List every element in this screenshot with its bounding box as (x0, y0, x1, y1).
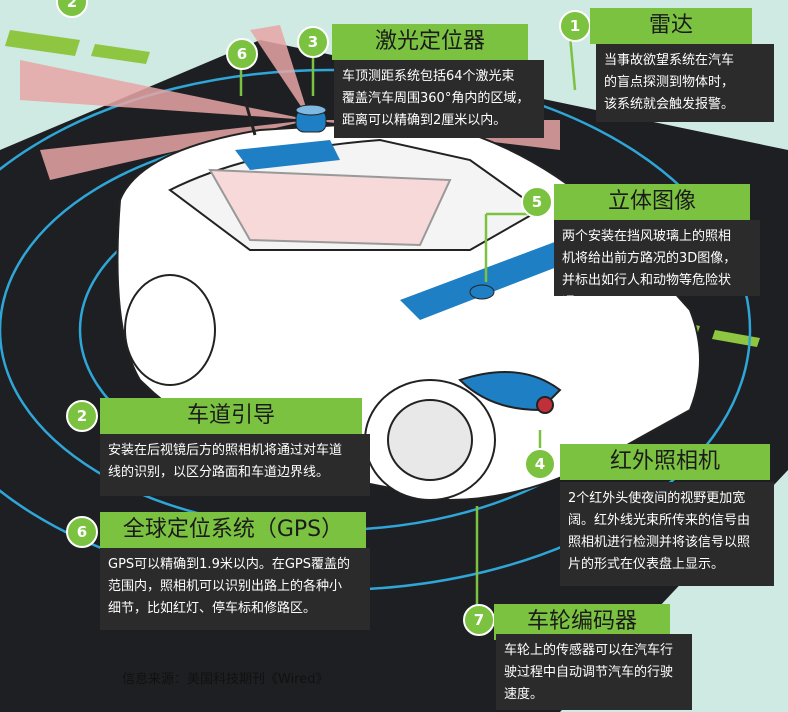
callout-body: 两个安装在挡风玻璃上的照相 机将给出前方路况的3D图像， 并标出如行人和动物等危… (554, 220, 760, 310)
callout-title: 红外照相机 (560, 444, 770, 480)
callout-line: 阔。红外线光束所传来的信号由 (568, 513, 751, 528)
callout-title: 全球定位系统（GPS） (100, 512, 366, 548)
road-edge-light (0, 0, 330, 140)
roof-sensor-strip (235, 140, 340, 170)
callout-body: 当事故欲望系统在汽车 的盲点探测到物体时， 该系统就会触发报警。 (596, 44, 774, 122)
callout-line: 速度。 (504, 687, 544, 702)
callout-line: 安装在后视镜后方的照相机将通过对车道 (108, 443, 343, 458)
callout-body: 2个红外头使夜间的视野更加宽 阔。红外线光束所传来的信号由 照相机进行检测并将该… (560, 482, 774, 586)
gps-antenna (243, 99, 257, 136)
callout-title: 车道引导 (100, 398, 362, 434)
callout-number: 5 (521, 186, 553, 218)
callout-line: 当事故欲望系统在汽车 (604, 53, 735, 68)
callout-line: 并标出如行人和动物等危险状况。 (562, 273, 732, 310)
source-credit: 信息来源：美国科技期刊《Wired》 (122, 672, 329, 687)
callout-line: 机将给出前方路况的3D图像， (562, 251, 737, 266)
callout-line: 车轮上的传感器可以在汽车行 (504, 643, 674, 658)
callout-number: 3 (297, 26, 329, 58)
callout-number: 2 (66, 400, 98, 432)
callout-line: 细节，比如红灯、停车标和修路区。 (108, 601, 317, 616)
callout-line: 两个安装在挡风玻璃上的照相 (562, 229, 732, 244)
windshield-sensor-strip (400, 240, 575, 320)
callout-number: 7 (463, 604, 495, 636)
callout-line: 照相机进行检测并将该信号以照 (568, 535, 751, 550)
callout-number: 1 (559, 10, 591, 42)
callout-line: 距离可以精确到2厘米以内。 (342, 113, 507, 128)
callout-body: GPS可以精确到1.9米以内。在GPS覆盖的 范围内，照相机可以识别出路上的各种… (100, 548, 370, 630)
callout-number: 4 (524, 448, 556, 480)
callout-title: 激光定位器 (332, 24, 528, 60)
callout-body: 车顶测距系统包括64个激光束 覆盖汽车周围360°角内的区域， 距离可以精确到2… (334, 60, 544, 138)
callout-body: 安装在后视镜后方的照相机将通过对车道 线的识别，以区分路面和车道边界线。 (100, 434, 370, 496)
lidar-dome (295, 104, 327, 133)
callout-line: 线的识别，以区分路面和车道边界线。 (108, 465, 330, 480)
marker-6-antenna: 6 (226, 38, 258, 70)
callout-line: 该系统就会触发报警。 (604, 97, 735, 112)
callout-line: 范围内，照相机可以识别出路上的各种小 (108, 579, 343, 594)
callout-number: 6 (66, 516, 98, 548)
callout-line: 驶过程中自动调节汽车的行驶 (504, 665, 674, 680)
callout-line: 的盲点探测到物体时， (604, 75, 735, 90)
callout-line: GPS可以精确到1.9米以内。在GPS覆盖的 (108, 557, 351, 572)
stereo-camera (469, 284, 495, 300)
callout-line: 覆盖汽车周围360°角内的区域， (342, 91, 530, 106)
callout-line: 2个红外头使夜间的视野更加宽 (568, 491, 746, 506)
callout-title: 雷达 (590, 8, 752, 44)
callout-line: 片的形式在仪表盘上显示。 (568, 557, 725, 572)
callout-title: 立体图像 (554, 184, 750, 220)
callout-body: 车轮上的传感器可以在汽车行 驶过程中自动调节汽车的行驶 速度。 (496, 634, 692, 710)
callout-line: 车顶测距系统包括64个激光束 (342, 69, 515, 84)
